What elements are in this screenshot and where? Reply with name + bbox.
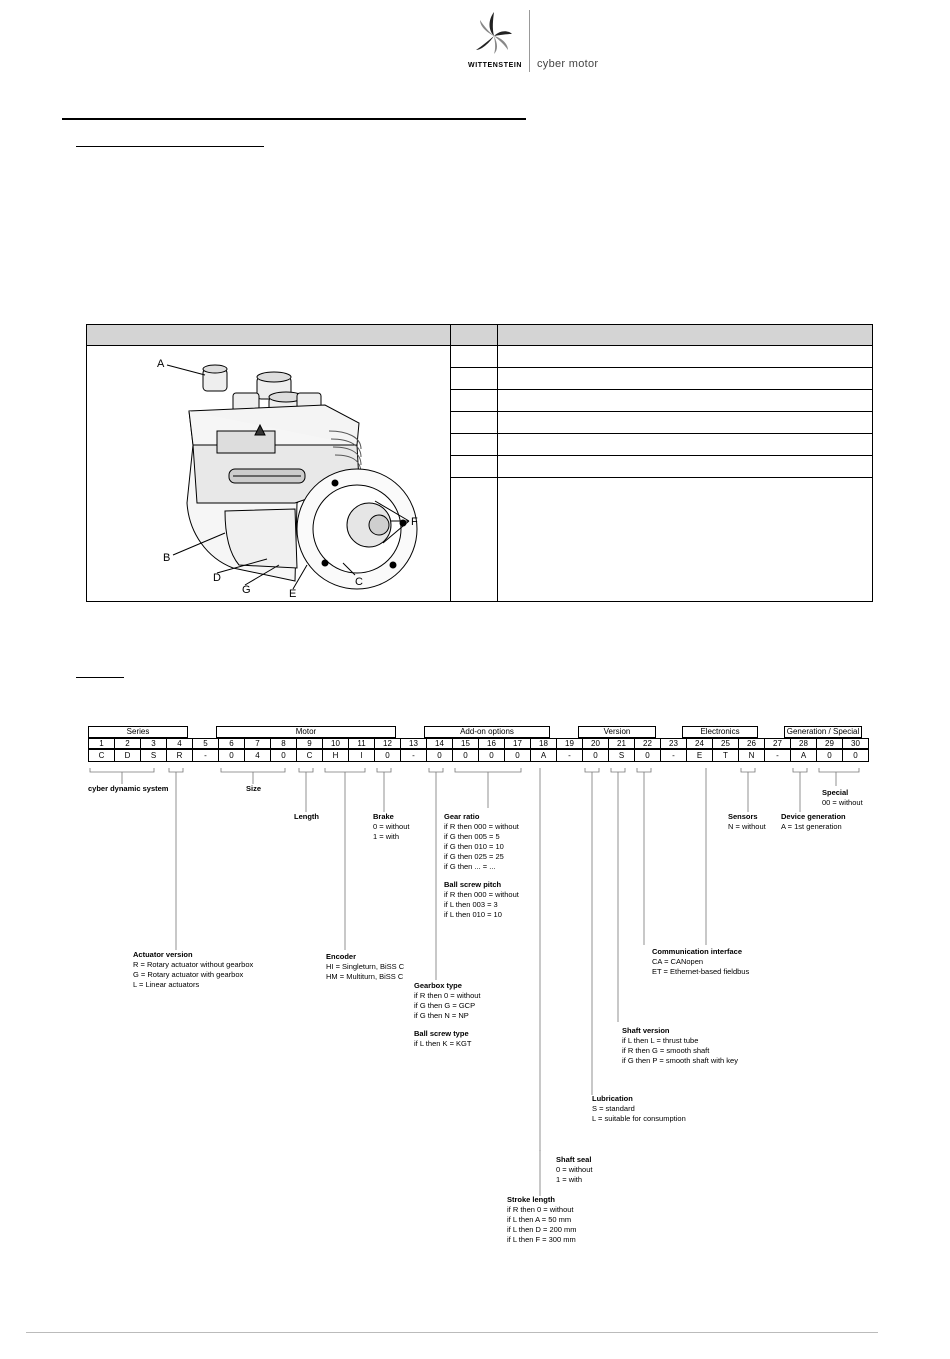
- label-encoder: Encoder HI = Singleturn, BiSS C HM = Mul…: [326, 952, 405, 981]
- label-cyber-dynamic-system: cyber dynamic system: [88, 784, 169, 793]
- label-B: B: [163, 552, 170, 564]
- table-col-divider: [450, 325, 451, 601]
- label-gear-ratio: Gear ratio if R then 000 = without if G …: [444, 812, 519, 871]
- logo-tagline: cyber motor: [537, 58, 599, 70]
- table-row-line: [450, 433, 872, 434]
- section-title-rule: [62, 118, 526, 120]
- table-row-line: [450, 389, 872, 390]
- table-row-line: [450, 411, 872, 412]
- group-generation: Generation / Special: [784, 726, 862, 738]
- label-communication-interface: Communication interface CA = CANopen ET …: [652, 947, 750, 976]
- logo: WITTENSTEIN cyber motor: [468, 10, 610, 72]
- table-row-line: [450, 367, 872, 368]
- label-lubrication: Lubrication S = standard L = suitable fo…: [592, 1094, 686, 1123]
- label-stroke-length: Stroke length if R then 0 = without if L…: [507, 1195, 577, 1244]
- label-device-generation: Device generation A = 1st generation: [781, 812, 846, 831]
- label-special: Special 00 = without: [822, 788, 863, 807]
- group-series: Series: [88, 726, 188, 738]
- label-gearbox-type: Gearbox type if R then 0 = without if G …: [414, 981, 481, 1020]
- table-header-row: [87, 325, 872, 346]
- product-overview-table: A B C D E F G: [86, 324, 873, 602]
- subsection-rule: [76, 677, 124, 678]
- label-D: D: [213, 572, 221, 584]
- table-row-line: [450, 455, 872, 456]
- label-sensors: Sensors N = without: [728, 812, 766, 831]
- logo-divider: [529, 10, 530, 72]
- label-size: Size: [246, 784, 262, 793]
- wittenstein-logo-icon: [476, 12, 512, 54]
- label-actuator-version: Actuator version R = Rotary actuator wit…: [133, 950, 254, 989]
- group-version: Version: [578, 726, 656, 738]
- footer-rule: [26, 1332, 878, 1333]
- label-length: Length: [294, 812, 319, 821]
- logo-brand-text: WITTENSTEIN: [468, 62, 523, 69]
- label-brake: Brake 0 = without 1 = with: [373, 812, 410, 841]
- group-electronics: Electronics: [682, 726, 758, 738]
- subsection-rule: [76, 146, 264, 147]
- value-cell: 0: [842, 749, 869, 762]
- label-G: G: [242, 584, 251, 596]
- table-row-line: [450, 477, 872, 478]
- position-cell: 30: [842, 738, 869, 749]
- label-A: A: [157, 358, 165, 370]
- label-F: F: [411, 516, 418, 528]
- label-shaft-seal: Shaft seal 0 = without 1 = with: [556, 1155, 593, 1184]
- label-C: C: [355, 576, 363, 588]
- label-ball-screw-type: Ball screw type if L then K = KGT: [414, 1029, 472, 1048]
- group-addon: Add-on options: [424, 726, 550, 738]
- actuator-illustration: A B C D E F G: [157, 358, 418, 598]
- table-col-divider: [497, 325, 498, 601]
- label-shaft-version: Shaft version if L then L = thrust tube …: [622, 1026, 738, 1065]
- group-motor: Motor: [216, 726, 396, 738]
- label-ball-screw-pitch: Ball screw pitch if R then 000 = without…: [444, 880, 519, 919]
- label-E: E: [289, 588, 296, 598]
